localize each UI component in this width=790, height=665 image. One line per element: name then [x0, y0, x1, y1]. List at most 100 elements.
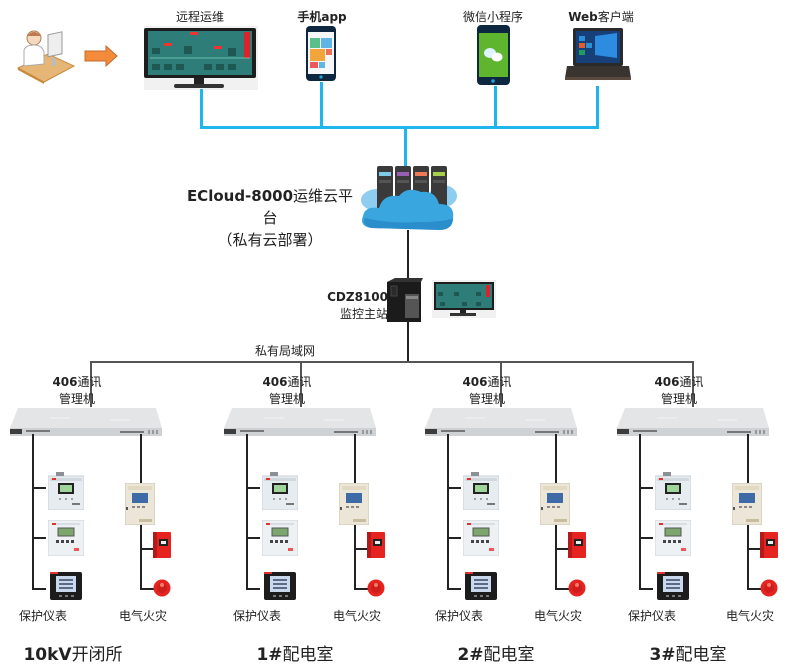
gateway-model: 406 — [52, 375, 78, 389]
protection-tick — [246, 487, 260, 489]
protection-tick — [447, 537, 461, 539]
manual-call-point-icon — [568, 532, 586, 558]
protection-relay-icon — [655, 472, 691, 510]
fire-alarm-bell-icon — [760, 579, 778, 597]
gateway-model: 406 — [262, 375, 288, 389]
fire-tick — [140, 548, 154, 550]
site-name-prefix: 3# — [649, 645, 676, 665]
power-meter-icon — [264, 572, 296, 600]
gateway-name: 通讯 — [287, 375, 312, 389]
protection-branch-line — [32, 434, 34, 589]
power-meter-icon — [465, 572, 497, 600]
cloud-downlink — [407, 230, 409, 278]
fire-tick — [747, 548, 761, 550]
gateway-type: 管理机 — [468, 392, 505, 406]
gateway-type: 管理机 — [268, 392, 305, 406]
gateway-label: 406通讯 管理机 — [252, 374, 322, 408]
client-label-app: 手机app — [297, 10, 347, 24]
site-name: 配电室 — [282, 645, 334, 665]
gateway-device-icon — [224, 406, 376, 440]
power-meter-icon — [50, 572, 82, 600]
master-station-downlink — [407, 322, 409, 363]
fire-monitor-line — [354, 434, 356, 484]
server-led-3 — [415, 172, 427, 176]
gateway-label: 406通讯 管理机 — [452, 374, 522, 408]
site-name-prefix: 2# — [457, 645, 484, 665]
fire-alarm-bell-icon — [367, 579, 385, 597]
protection-unit-icon — [262, 520, 298, 556]
protection-meter-group-label: 保护仪表 — [18, 609, 67, 623]
cloud-platform-label: ECloud-8000运维云平台 （私有云部署） — [180, 185, 360, 251]
laptop-icon — [565, 28, 631, 86]
manual-call-point-icon — [367, 532, 385, 558]
site-name: 配电室 — [483, 645, 535, 665]
smartphone-app-icon — [306, 26, 338, 82]
gateway-type: 管理机 — [660, 392, 697, 406]
master-station-label: CDZ8100 监控主站 — [318, 289, 388, 323]
fire-monitoring-panel-icon — [732, 483, 762, 525]
fire-monitoring-panel-icon — [339, 483, 369, 525]
gateway-label: 406通讯 管理机 — [42, 374, 112, 408]
monitor-icon — [144, 26, 258, 90]
fire-tick — [747, 588, 761, 590]
fire-tick — [354, 548, 368, 550]
gateway-label-line1: 406通讯 — [252, 374, 322, 391]
fire-monitor-group-label: 电气火灾 — [118, 609, 167, 623]
client-label-wechat: 微信小程序 — [462, 10, 523, 24]
cloud-deploy-note: （私有云部署） — [217, 231, 323, 249]
protection-meter-group-label: 保护仪表 — [627, 609, 676, 623]
site-name: 开闭所 — [71, 645, 123, 665]
site-name-prefix: 10kV — [23, 645, 72, 665]
cloud-platform-title: 运维云平台 — [262, 187, 354, 227]
gateway-model: 406 — [654, 375, 680, 389]
gateway-device-icon — [10, 406, 162, 440]
cloud-server-icon — [359, 162, 459, 242]
client-label-remote: 远程运维 — [175, 10, 224, 24]
smartphone-wechat-icon — [477, 25, 511, 87]
server-led-1 — [379, 172, 391, 176]
protection-tick — [32, 588, 46, 590]
power-meter-icon — [657, 572, 689, 600]
cloud-platform-model: ECloud-8000 — [186, 187, 294, 205]
site-name-label: 3#配电室 — [613, 640, 763, 665]
fire-alarm-bell-icon — [568, 579, 586, 597]
client-link-app — [320, 82, 323, 129]
gateway-device-icon — [425, 406, 577, 440]
fire-tick — [140, 588, 154, 590]
gateway-device-icon — [617, 406, 769, 440]
fire-monitor-line — [140, 434, 142, 484]
protection-meter-group-label: 保护仪表 — [232, 609, 281, 623]
protection-branch-line — [246, 434, 248, 589]
fire-tick — [354, 588, 368, 590]
client-link-web — [596, 86, 599, 129]
fire-monitor-line — [555, 434, 557, 484]
manual-call-point-icon — [760, 532, 778, 558]
client-link-wechat — [494, 86, 497, 129]
lan-bus-line — [90, 361, 694, 363]
master-station-monitor-icon — [432, 280, 496, 318]
fire-branch-line — [140, 525, 142, 589]
fire-branch-line — [555, 525, 557, 589]
lan-label: 私有局域网 — [255, 344, 316, 358]
protection-tick — [639, 537, 653, 539]
gateway-model: 406 — [462, 375, 488, 389]
protection-meter-group-label: 保护仪表 — [434, 609, 483, 623]
gateway-label-line1: 406通讯 — [644, 374, 714, 391]
protection-tick — [32, 487, 46, 489]
gateway-type: 管理机 — [58, 392, 95, 406]
protection-unit-icon — [48, 520, 84, 556]
protection-tick — [639, 588, 653, 590]
protection-tick — [32, 537, 46, 539]
gateway-name: 通讯 — [679, 375, 704, 389]
site-name-label: 2#配电室 — [421, 640, 571, 665]
client-link-remote — [200, 89, 203, 129]
arrow-right-icon — [84, 45, 118, 67]
fire-monitoring-panel-icon — [125, 483, 155, 525]
fire-monitor-line — [747, 434, 749, 484]
fire-monitor-group-label: 电气火灾 — [725, 609, 774, 623]
protection-tick — [447, 487, 461, 489]
gateway-label-line1: 406通讯 — [42, 374, 112, 391]
operator-at-computer-icon — [14, 28, 76, 84]
gateway-name: 通讯 — [77, 375, 102, 389]
gateway-name: 通讯 — [487, 375, 512, 389]
